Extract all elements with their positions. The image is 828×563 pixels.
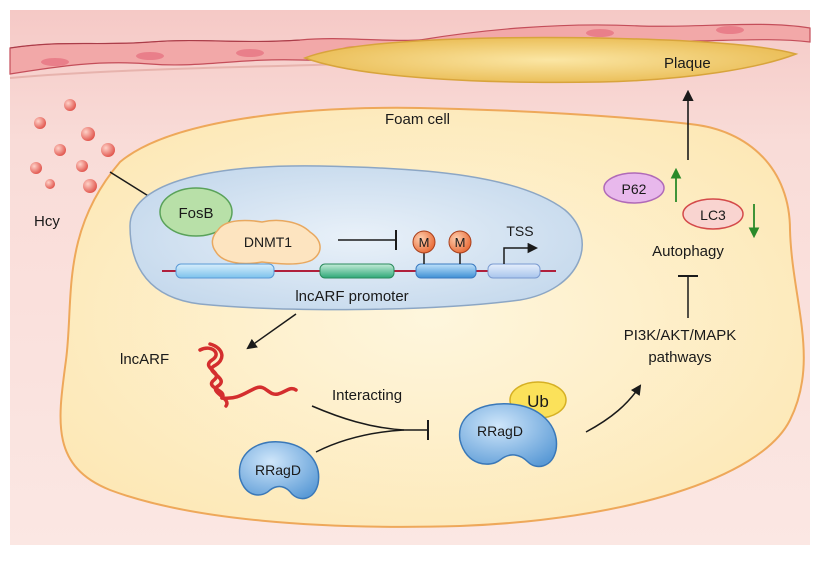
foam-cell-label: Foam cell (385, 111, 450, 128)
hcy-particles-icon (30, 99, 115, 193)
methyl-label-2: M (455, 235, 466, 250)
p62-label: P62 (622, 181, 647, 197)
promoter-segment-3 (415, 263, 477, 279)
fosb-protein (159, 187, 233, 237)
p62-protein (603, 172, 665, 204)
rragd-free-protein (238, 441, 320, 500)
methyl-label-1: M (419, 235, 430, 250)
interacting-label: Interacting (332, 387, 402, 404)
plaque-label: Plaque (664, 55, 711, 72)
dnmt1-protein (211, 219, 321, 265)
pathways-label-line2: pathways (648, 349, 711, 366)
rragd-free-label: RRagD (255, 462, 301, 478)
promoter-segment-2 (319, 263, 395, 279)
rragd-to-pathways-arrow (585, 384, 642, 433)
rna-strand-icon (198, 342, 298, 408)
tss-arrow (503, 242, 539, 264)
promoter-label: lncARF promoter (295, 288, 408, 305)
dnmt1-label: DNMT1 (244, 234, 292, 250)
lc3-label: LC3 (700, 207, 726, 223)
promoter-segment-1 (175, 263, 275, 279)
promoter-segment-4 (487, 263, 541, 279)
autophagy-label: Autophagy (652, 243, 724, 260)
rragd-bound-label: RRagD (477, 423, 523, 439)
hcy-label: Hcy (34, 213, 60, 230)
interaction-arc-top (311, 405, 405, 431)
fosb-label: FosB (178, 205, 213, 222)
methyl-group-icon (448, 230, 472, 254)
rragd-bound-protein (458, 403, 558, 468)
lncarf-label: lncARF (120, 351, 169, 368)
tss-label: TSS (506, 223, 533, 239)
plaque (302, 36, 799, 84)
methyl-group-icon (412, 230, 436, 254)
pathways-label-line1: PI3K/AKT/MAPK (624, 327, 737, 344)
lc3-protein (682, 198, 744, 230)
interaction-arc-bottom (315, 429, 405, 453)
promoter-to-lncarf-arrow (246, 313, 297, 350)
foam-cell-membrane (59, 106, 805, 528)
ub-label: Ub (527, 392, 549, 411)
